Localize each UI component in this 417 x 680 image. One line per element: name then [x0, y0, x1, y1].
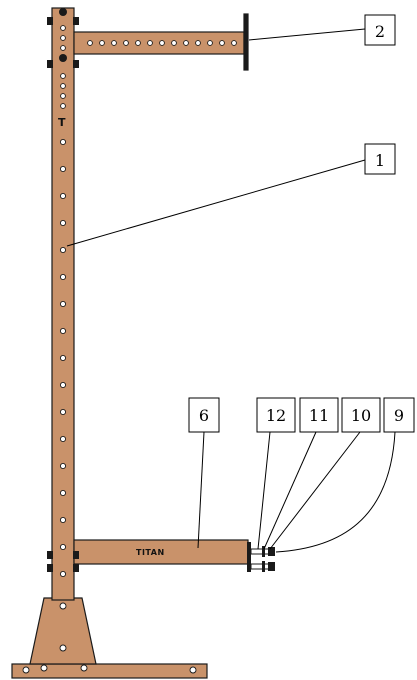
bolt-nut — [59, 54, 67, 62]
mounting-hole — [59, 300, 67, 308]
mounting-hole — [147, 40, 153, 46]
callout-10: 10 — [341, 397, 381, 433]
mounting-hole — [195, 40, 201, 46]
mounting-hole — [59, 408, 67, 416]
bolt-head — [73, 551, 79, 559]
mounting-hole — [59, 354, 67, 362]
base-hole — [59, 644, 67, 652]
mounting-hole — [183, 40, 189, 46]
washer — [262, 561, 265, 572]
mounting-hole — [60, 25, 66, 31]
mounting-hole — [59, 138, 67, 146]
leader-line-2 — [248, 28, 366, 41]
mounting-hole — [60, 93, 66, 99]
svg-text:2: 2 — [375, 22, 385, 41]
mounting-hole — [59, 273, 67, 281]
mounting-hole — [171, 40, 177, 46]
base-hole — [22, 666, 30, 674]
nut — [268, 547, 275, 556]
mounting-hole — [59, 327, 67, 335]
nut — [268, 562, 275, 571]
base-hole — [40, 664, 48, 672]
svg-text:12: 12 — [266, 406, 286, 425]
mounting-hole — [59, 543, 67, 551]
base-hole — [189, 666, 197, 674]
leader-line-10 — [269, 431, 361, 550]
mounting-hole — [59, 489, 67, 497]
mounting-hole — [123, 40, 129, 46]
top-bolt — [59, 8, 67, 16]
svg-text:6: 6 — [199, 406, 209, 425]
mounting-hole — [59, 516, 67, 524]
leader-line-9 — [275, 431, 396, 553]
mounting-hole — [60, 83, 66, 89]
bolt-head — [47, 564, 53, 572]
leader-line-11 — [263, 431, 317, 550]
svg-text:1: 1 — [375, 151, 385, 170]
end-plate — [247, 542, 251, 572]
mounting-hole — [159, 40, 165, 46]
callout-11: 11 — [299, 397, 339, 433]
bolt-head — [47, 60, 53, 68]
callout-1: 1 — [364, 143, 396, 175]
callout-12: 12 — [256, 397, 296, 433]
base-floor-bar — [11, 663, 208, 679]
mounting-hole — [60, 45, 66, 51]
bolt-head — [73, 17, 79, 25]
mounting-hole — [60, 73, 66, 79]
leader-line-12 — [257, 431, 271, 550]
mounting-hole — [99, 40, 105, 46]
mounting-hole — [87, 40, 93, 46]
leader-line-6 — [197, 431, 205, 549]
mounting-hole — [231, 40, 237, 46]
upright-t-mark: T — [58, 116, 66, 129]
mounting-hole — [135, 40, 141, 46]
mounting-hole — [59, 381, 67, 389]
callout-6: 6 — [188, 397, 220, 433]
mounting-hole — [111, 40, 117, 46]
crossmember — [73, 539, 249, 565]
mounting-hole — [59, 165, 67, 173]
top-arm-end-plate — [243, 13, 249, 71]
mounting-hole — [59, 435, 67, 443]
svg-text:11: 11 — [309, 406, 329, 425]
base-hole — [59, 602, 67, 610]
svg-text:9: 9 — [394, 406, 404, 425]
leader-line-1 — [66, 159, 366, 247]
mounting-hole — [207, 40, 213, 46]
upright-holes — [59, 25, 67, 578]
mounting-hole — [59, 192, 67, 200]
mounting-hole — [59, 246, 67, 254]
top-arm-holes — [87, 40, 237, 46]
callout-9: 9 — [383, 397, 415, 433]
mounting-hole — [60, 35, 66, 41]
bolt-head — [47, 17, 53, 25]
callout-2: 2 — [364, 14, 396, 46]
washer — [262, 546, 265, 557]
crossmember-brand-text: TITAN — [136, 548, 165, 557]
bolt-head — [47, 551, 53, 559]
mounting-hole — [59, 219, 67, 227]
bolt-head — [73, 564, 79, 572]
svg-text:10: 10 — [351, 406, 371, 425]
bolt-head — [73, 60, 79, 68]
mounting-hole — [59, 462, 67, 470]
mounting-hole — [60, 103, 66, 109]
base-hole — [80, 664, 88, 672]
mounting-hole — [59, 570, 67, 578]
mounting-hole — [219, 40, 225, 46]
